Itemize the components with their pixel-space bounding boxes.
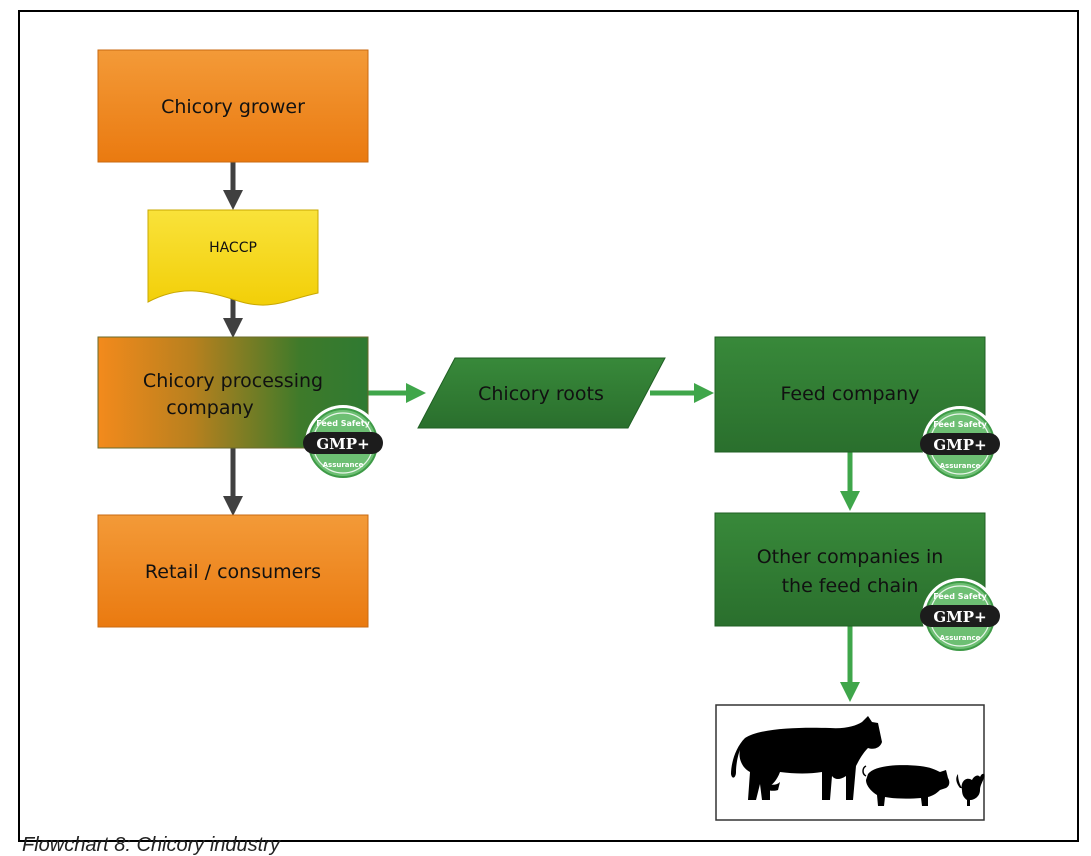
animals-image (715, 704, 985, 821)
badge-bottom-text: Assurance (940, 462, 981, 470)
badge-bottom-text: Assurance (323, 461, 364, 469)
badge-top-text: Feed Safety (933, 420, 987, 429)
badge-main-text: GMP+ (933, 608, 986, 626)
node-label: HACCP (209, 240, 257, 256)
node-label: Retail / consumers (145, 561, 321, 583)
badge-top-text: Feed Safety (933, 592, 987, 601)
node-label: Chicory roots (478, 383, 604, 405)
node-label: Chicory grower (161, 96, 305, 118)
node-label-line2: company (166, 397, 254, 419)
node-label-line1: Other companies in (757, 546, 944, 568)
node-haccp-document: HACCP (147, 209, 319, 306)
gmp-badge-icon: Feed Safety GMP+ Assurance (303, 405, 383, 481)
rooster-icon (956, 773, 985, 806)
diagram-frame (18, 10, 1079, 842)
badge-top-text: Feed Safety (316, 419, 370, 428)
gmp-badge-icon: Feed Safety GMP+ Assurance (920, 578, 1000, 654)
node-chicory-grower: Chicory grower (97, 49, 369, 163)
node-label-line2: the feed chain (782, 575, 919, 597)
node-label-line1: Chicory processing (143, 370, 323, 392)
figure-caption: Flowchart 8: Chicory industry (22, 834, 280, 856)
node-chicory-roots: Chicory roots (417, 357, 666, 429)
cow-icon (731, 716, 882, 800)
badge-main-text: GMP+ (933, 436, 986, 454)
badge-bottom-text: Assurance (940, 634, 981, 642)
node-other-companies: Other companies in the feed chain (714, 512, 986, 627)
node-retail-consumers: Retail / consumers (97, 514, 369, 628)
pig-icon (862, 765, 950, 806)
node-label: Feed company (781, 383, 920, 405)
badge-main-text: GMP+ (316, 435, 369, 453)
gmp-badge-icon: Feed Safety GMP+ Assurance (920, 406, 1000, 482)
